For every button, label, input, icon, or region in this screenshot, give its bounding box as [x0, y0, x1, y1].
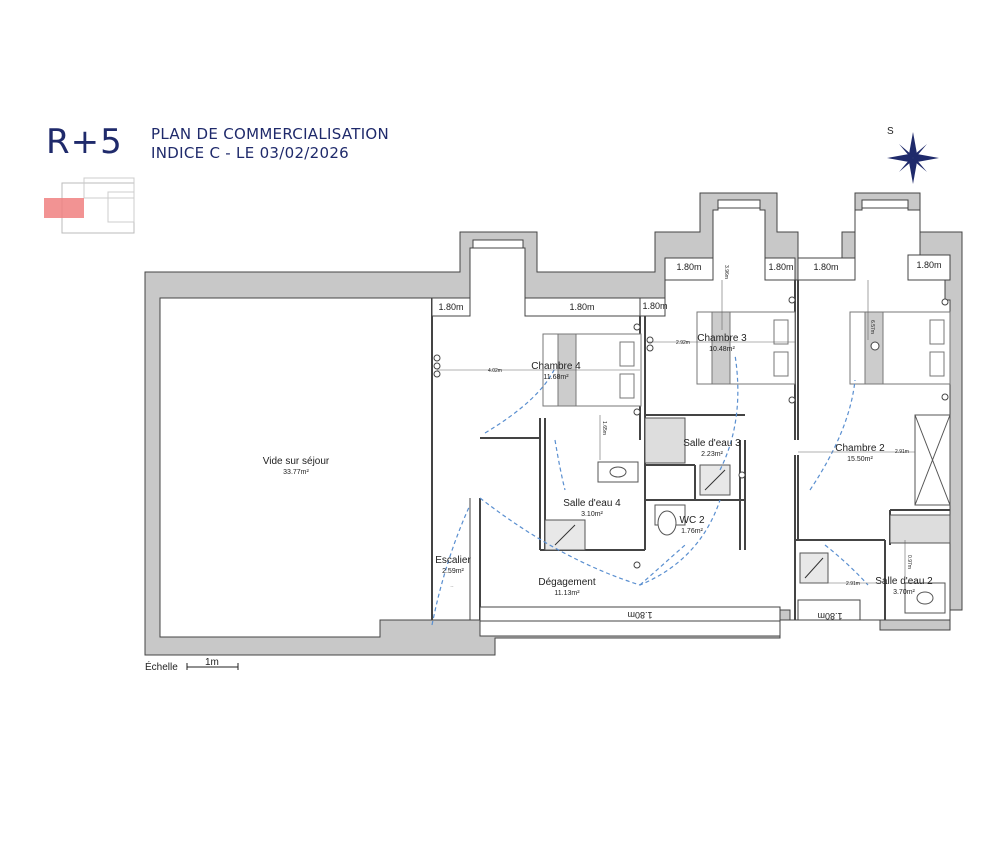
room-name-salle-eau-3: Salle d'eau 3 [683, 438, 741, 449]
room-area-salle-eau-4: 3.10m² [581, 511, 603, 518]
room-name-chambre-3: Chambre 3 [697, 333, 747, 344]
height-labels: 1.80m 1.80m 1.80m 1.80m 1.80m 1.80m 1.80… [438, 260, 941, 621]
height-label: 1.80m [676, 262, 701, 272]
room-area-escalier: 2.59m² [442, 568, 464, 575]
window-openings [472, 199, 909, 249]
dimension-label: 1.65m [601, 421, 607, 435]
dimension-labels: 4.02m 2.92m 2.91m 2.91m 3.96m 6.57m 0.97… [488, 265, 912, 587]
dimension-label: 4.02m [488, 368, 502, 374]
bathroom-fixtures [544, 461, 951, 614]
dimension-label: 3.96m [723, 265, 729, 279]
key-plan-highlight [44, 198, 84, 218]
room-area-chambre-3: 10.48m² [709, 346, 735, 353]
room-area-salle-eau-3: 2.23m² [701, 451, 723, 458]
compass-label: S [887, 126, 894, 137]
key-plan-thumbnail [44, 177, 135, 234]
height-label: 1.80m [451, 586, 454, 588]
room-area-salle-eau-2: 3.70m² [893, 589, 915, 596]
room-name-wc-2: WC 2 [680, 515, 705, 526]
room-name-escalier: Escalier [435, 555, 471, 566]
room-name-vide-sejour: Vide sur séjour [263, 456, 330, 467]
scale-label: Échelle [145, 660, 178, 673]
scale-unit: 1m [205, 657, 219, 668]
room-name-salle-eau-2: Salle d'eau 2 [875, 576, 933, 587]
room-area-vide-sejour: 33.77m² [283, 469, 309, 476]
room-name-salle-eau-4: Salle d'eau 4 [563, 498, 621, 509]
height-label: 1.80m [569, 302, 594, 312]
height-label: 1.80m [768, 262, 793, 272]
interior-walls [431, 280, 950, 620]
plan-title: PLAN DE COMMERCIALISATION [151, 125, 390, 143]
room-area-degagement: 11.13m² [554, 590, 580, 597]
height-label: 1.80m [813, 262, 838, 272]
room-name-degagement: Dégagement [538, 577, 595, 588]
height-label: 1.80m [627, 610, 652, 620]
height-label: 1.80m [916, 260, 941, 270]
room-area-chambre-4: 11.68m² [543, 374, 569, 381]
room-area-chambre-2: 15.50m² [847, 456, 873, 463]
switch-icon [433, 296, 949, 569]
wardrobe [644, 414, 951, 506]
level-label: R+5 [46, 122, 123, 162]
dimension-label: 2.92m [676, 340, 690, 346]
dimension-label: 2.91m [846, 581, 860, 587]
height-label: 1.80m [642, 301, 667, 311]
plan-subtitle: INDICE C - LE 03/02/2026 [151, 144, 350, 162]
dimension-label: 2.91m [895, 449, 909, 455]
circulation-paths [431, 354, 869, 626]
room-labels: Vide sur séjour 33.77m² Chambre 4 11.68m… [263, 333, 933, 597]
stair-lines [380, 498, 471, 621]
compass-rose-icon: S [887, 126, 939, 184]
dimension-label: 6.57m [869, 320, 875, 334]
height-label: 1.80m [817, 611, 842, 621]
scale-bar: Échelle 1m [145, 657, 239, 673]
room-name-chambre-4: Chambre 4 [531, 361, 581, 372]
room-area-wc-2: 1.76m² [681, 528, 703, 535]
low-ceiling-zones [431, 254, 951, 622]
room-name-chambre-2: Chambre 2 [835, 443, 885, 454]
dimension-label: 0.97m [906, 555, 912, 569]
dimension-lines [437, 280, 915, 584]
height-label: 1.80m [438, 302, 463, 312]
